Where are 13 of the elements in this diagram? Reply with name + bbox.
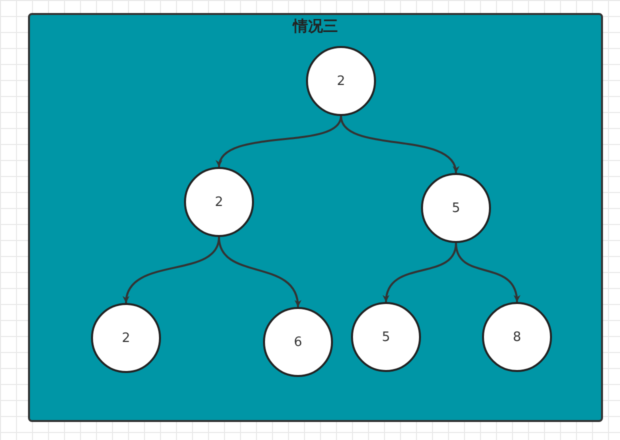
node-value: 2 (336, 74, 346, 88)
node-value: 5 (382, 330, 390, 344)
panel-title: 情况三 (293, 17, 338, 36)
node-value: 8 (512, 330, 522, 344)
arrow (217, 116, 342, 168)
node-value: 6 (294, 334, 302, 350)
node-value: 5 (452, 200, 460, 216)
node-value: 2 (214, 194, 224, 210)
group-panel (28, 13, 603, 422)
arrow (340, 116, 458, 174)
node-value: 2 (122, 330, 130, 346)
arrow (218, 236, 300, 308)
arrow (455, 242, 520, 302)
